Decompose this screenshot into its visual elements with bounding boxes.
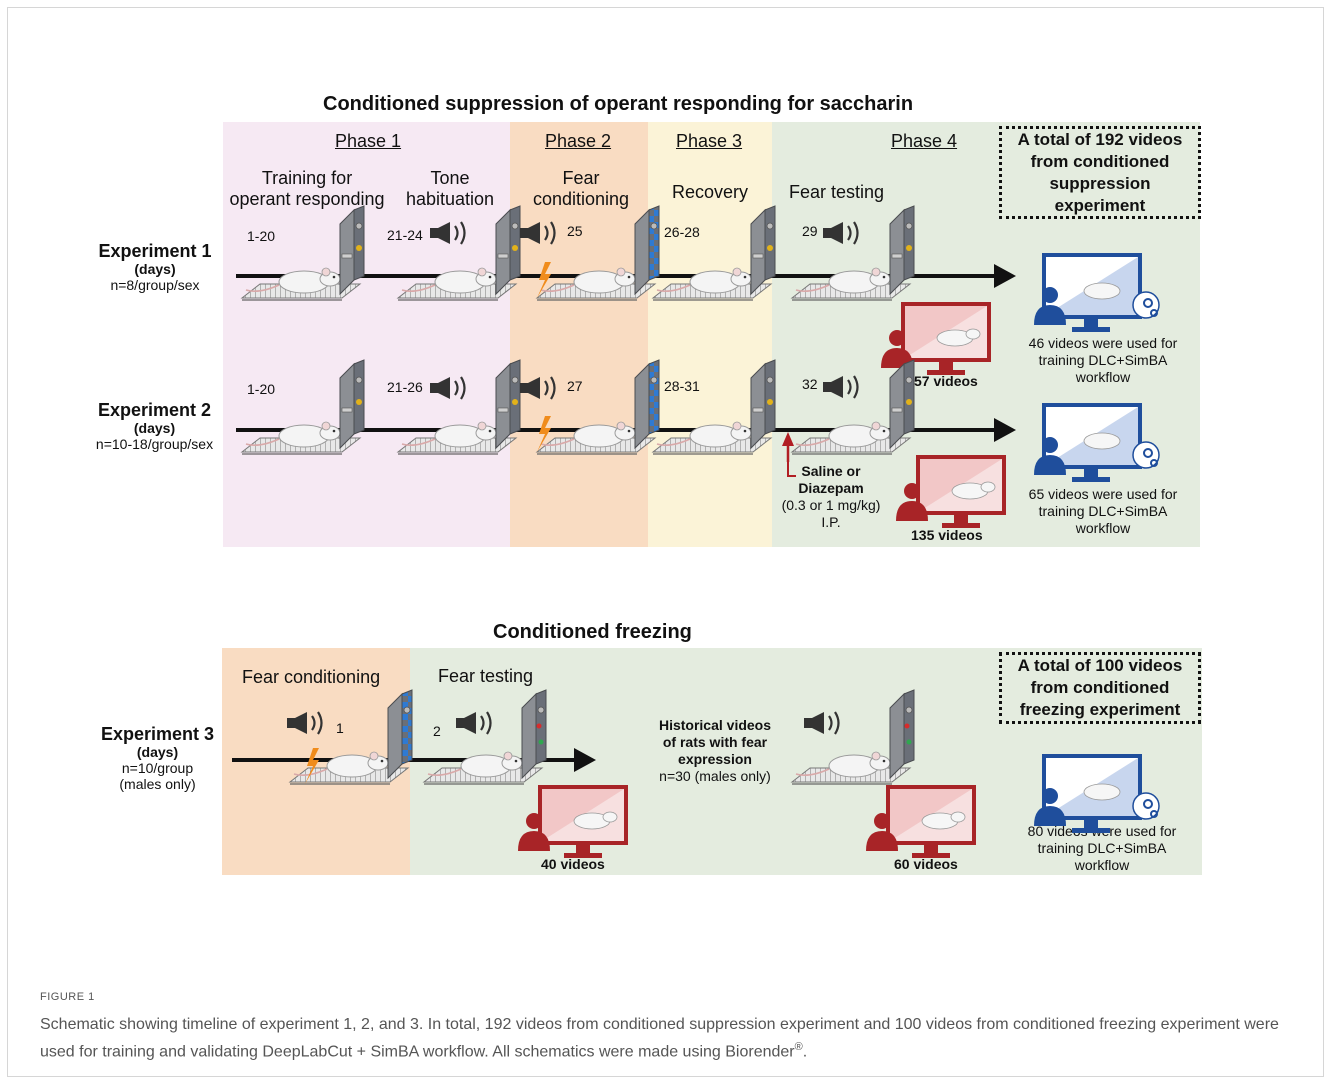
recovery-label: Recovery xyxy=(672,182,749,202)
exp2-tone-station-rat xyxy=(401,421,497,448)
exp3-testing-station-panel xyxy=(521,689,547,780)
exp2-recovery-station-rat xyxy=(656,421,752,448)
exp2-testing-station-rat xyxy=(795,421,891,448)
injection-bracket xyxy=(787,462,796,477)
injection-arrowhead xyxy=(782,432,794,446)
exp3-cond-speaker-icon xyxy=(287,711,323,735)
phase-2-label: Phase 2 xyxy=(545,131,612,151)
exp1-recovery-station-rat xyxy=(656,267,752,294)
phase-3-label: Phase 3 xyxy=(676,131,743,151)
exp2-day-4: 28-31 xyxy=(664,378,700,394)
exp2-training-station-panel xyxy=(339,359,365,450)
phase2-region xyxy=(510,122,648,547)
exp3-video-count-a: 40 videos xyxy=(541,856,605,872)
exp2-label: Experiment 2 (days) n=10-18/group/sex xyxy=(95,400,214,452)
exp1-day-2: 21-24 xyxy=(387,227,423,243)
exp3-historical-station-rat xyxy=(795,751,891,778)
phase3-region xyxy=(648,122,772,547)
exp2-scoring-monitor-icon xyxy=(896,455,1006,528)
exp2-day-3: 27 xyxy=(567,378,583,394)
exp1-testing-station-panel xyxy=(889,205,915,296)
exp2-test-speaker-icon xyxy=(823,375,859,399)
exp1-shock-bolt-icon xyxy=(537,262,551,298)
figure-frame xyxy=(7,7,1324,1077)
drug-injection-label: Saline or Diazepam (0.3 or 1 mg/kg) I.P. xyxy=(781,463,881,530)
exp2-arrowhead xyxy=(994,418,1016,442)
exp1-testing-station-rat xyxy=(795,267,891,294)
exp1-arrowhead xyxy=(994,264,1016,288)
exp1-cond-speaker-icon xyxy=(520,221,556,245)
phase-4-label: Phase 4 xyxy=(891,131,958,151)
exp3-day-2: 2 xyxy=(433,723,441,739)
bottom-fear-conditioning-label: Fear conditioning xyxy=(242,667,381,687)
exp1-day-4: 26-28 xyxy=(664,224,700,240)
exp2-dlc-monitor-icon-brain-gear-icon xyxy=(1132,441,1160,469)
exp2-recovery-station-panel xyxy=(750,359,776,450)
exp1-day-1: 1-20 xyxy=(247,228,276,244)
figure-caption: Schematic showing timeline of experiment… xyxy=(40,1016,1279,1061)
exp2-conditioning-station-rat xyxy=(540,421,636,448)
phase1-region xyxy=(223,122,510,547)
exp1-scoring-monitor-icon xyxy=(881,302,991,375)
exp1-recovery-station-panel xyxy=(750,205,776,296)
exp2-conditioning-station-panel xyxy=(634,359,660,450)
exp2-day-2: 21-26 xyxy=(387,379,423,395)
exp2-testing-station-panel xyxy=(889,359,915,450)
exp3-dlc-monitor-icon-brain-gear-icon xyxy=(1132,792,1160,820)
exp1-conditioning-station-rat xyxy=(540,267,636,294)
fear-testing-label: Fear testing xyxy=(789,182,885,202)
exp3-dlc-monitor-icon xyxy=(1034,754,1160,833)
exp1-dlc-monitor-icon-brain-gear-icon xyxy=(1132,291,1160,319)
phase-1-label: Phase 1 xyxy=(335,131,402,151)
exp2-tone-station-panel xyxy=(495,359,521,450)
exp3-conditioning-station-rat xyxy=(293,751,389,778)
exp1-video-count: 57 videos xyxy=(914,373,978,389)
exp2-training-station-rat xyxy=(245,421,341,448)
exp3-hist-speaker-icon xyxy=(804,711,840,735)
historical-videos-label: Historical videos of rats with fear expr… xyxy=(658,717,772,784)
exp1-test-speaker-icon xyxy=(823,221,859,245)
exp1-dlc-monitor-icon xyxy=(1034,253,1160,332)
exp2-day-1: 1-20 xyxy=(247,381,276,397)
exp3-testing-station-rat xyxy=(427,751,523,778)
exp2-shock-bolt-icon xyxy=(537,416,551,452)
exp2-tone-speaker-icon xyxy=(430,376,466,400)
exp1-tone-speaker-icon xyxy=(430,221,466,245)
top-title: Conditioned suppression of operant respo… xyxy=(323,93,914,115)
exp3-arrowhead xyxy=(574,748,596,772)
exp3-day-1: 1 xyxy=(336,720,344,736)
exp2-day-5: 32 xyxy=(802,376,818,392)
exp1-label: Experiment 1 (days) n=8/group/sex xyxy=(98,241,212,293)
exp1-day-3: 25 xyxy=(567,223,583,239)
exp3-conditioning-station-panel xyxy=(387,689,413,780)
exp3-video-count-b: 60 videos xyxy=(894,856,958,872)
exp3-scoring-monitor-b-icon xyxy=(866,785,976,858)
bottom-title: Conditioned freezing xyxy=(493,621,692,643)
bottom-fear-testing-label: Fear testing xyxy=(438,666,534,686)
exp1-tone-station-panel xyxy=(495,205,521,296)
exp2-cond-speaker-icon xyxy=(520,376,556,400)
exp3-label: Experiment 3 (days) n=10/group (males on… xyxy=(100,724,215,792)
figure-label: FIGURE 1 xyxy=(40,991,95,1003)
exp3-test-speaker-icon xyxy=(456,711,492,735)
exp2-dlc-monitor-icon xyxy=(1034,403,1160,482)
exp2-video-count: 135 videos xyxy=(911,527,983,543)
exp3-scoring-monitor-a-icon xyxy=(518,785,628,858)
exp3-shock-bolt-icon xyxy=(305,748,319,784)
exp1-training-station-panel xyxy=(339,205,365,296)
exp1-day-5: 29 xyxy=(802,223,818,239)
exp3-historical-station-panel xyxy=(889,689,915,780)
exp1-conditioning-station-panel xyxy=(634,205,660,296)
